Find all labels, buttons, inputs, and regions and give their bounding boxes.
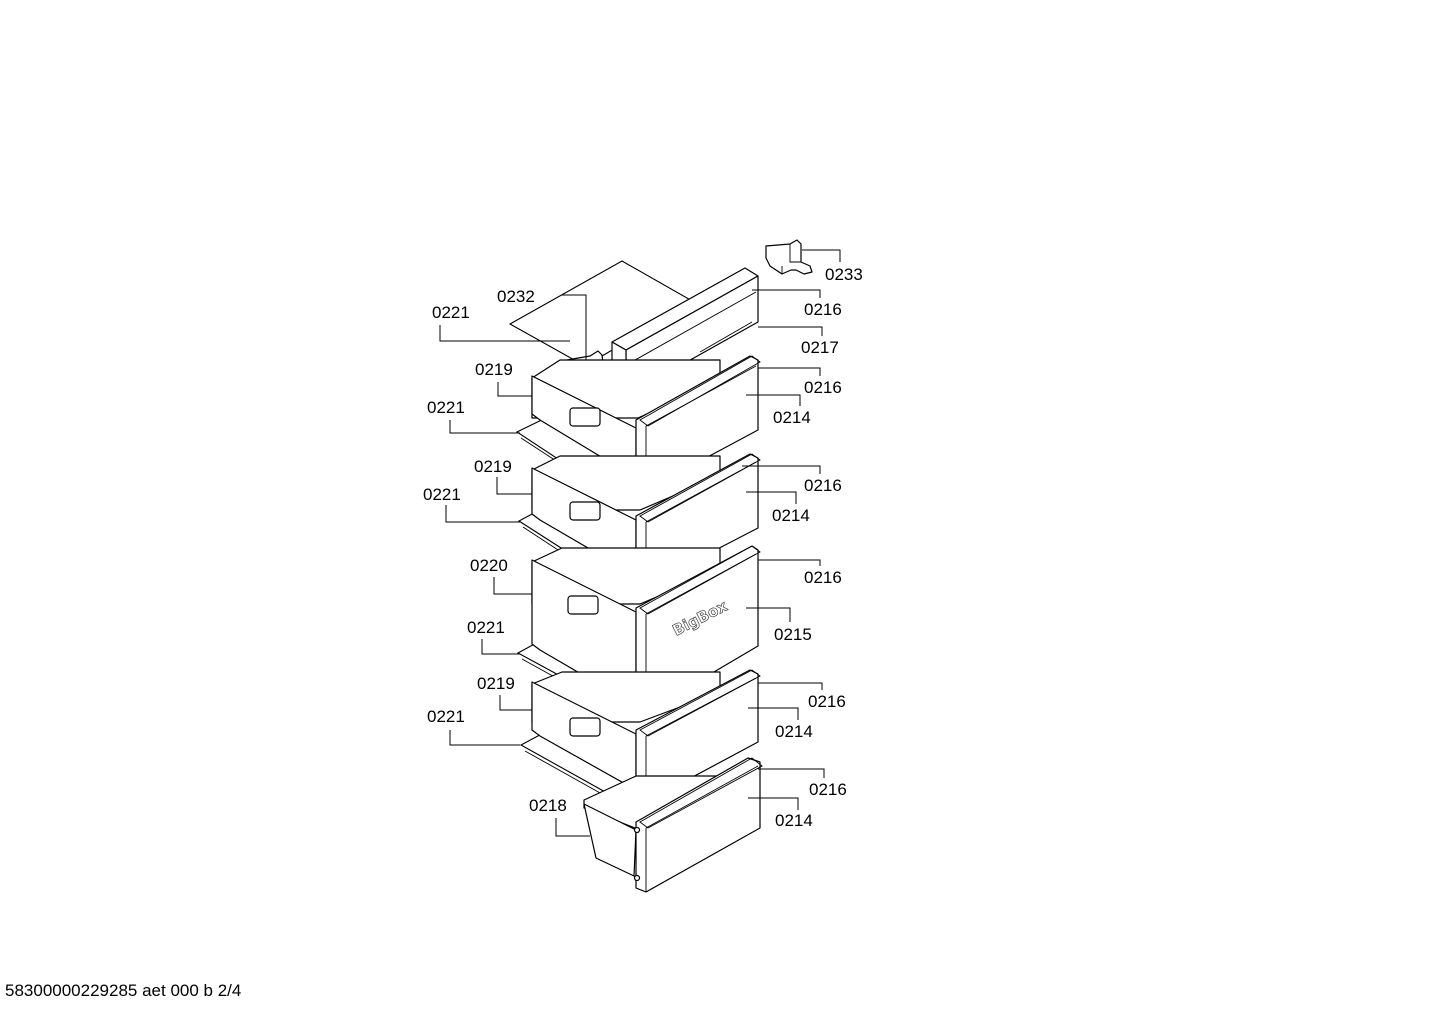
callout-0221-bigbox: 0221 <box>467 618 505 637</box>
callout-0214-drawer3: 0214 <box>775 722 813 741</box>
callout-0216-drawer3: 0216 <box>808 692 846 711</box>
callout-0216-bottom: 0216 <box>809 780 847 799</box>
callout-0216-drawer1: 0216 <box>804 378 842 397</box>
drawer-3 <box>519 669 761 804</box>
drawer-bottom <box>583 757 763 893</box>
callout-0216-bigbox: 0216 <box>804 568 842 587</box>
callout-labels: 0233 0232 0221 0216 0217 0219 0216 0221 … <box>423 265 863 830</box>
part-0233-bracket <box>765 239 813 275</box>
callout-0216-drawer2: 0216 <box>804 476 842 495</box>
callout-0217: 0217 <box>801 338 839 357</box>
leader-lines <box>439 249 841 837</box>
callout-0215: 0215 <box>774 625 812 644</box>
callout-0233: 0233 <box>825 265 863 284</box>
drawing-id-footer: 58300000229285 aet 000 b 2/4 <box>5 981 242 1000</box>
callout-0216-top: 0216 <box>804 300 842 319</box>
callout-0219-drawer2: 0219 <box>474 457 512 476</box>
callout-0219-drawer1: 0219 <box>475 360 513 379</box>
callout-0221-drawer2: 0221 <box>423 485 461 504</box>
callout-0214-drawer2: 0214 <box>772 506 810 525</box>
callout-0221-drawer1: 0221 <box>427 398 465 417</box>
callout-0219-drawer3: 0219 <box>477 674 515 693</box>
callout-0221-drawer3: 0221 <box>427 707 465 726</box>
callout-0220: 0220 <box>470 556 508 575</box>
callout-0214-bottom: 0214 <box>775 811 813 830</box>
callout-0218: 0218 <box>529 796 567 815</box>
callout-0232: 0232 <box>497 287 535 306</box>
callout-0221-top: 0221 <box>432 303 470 322</box>
callout-0214-drawer1: 0214 <box>773 408 811 427</box>
